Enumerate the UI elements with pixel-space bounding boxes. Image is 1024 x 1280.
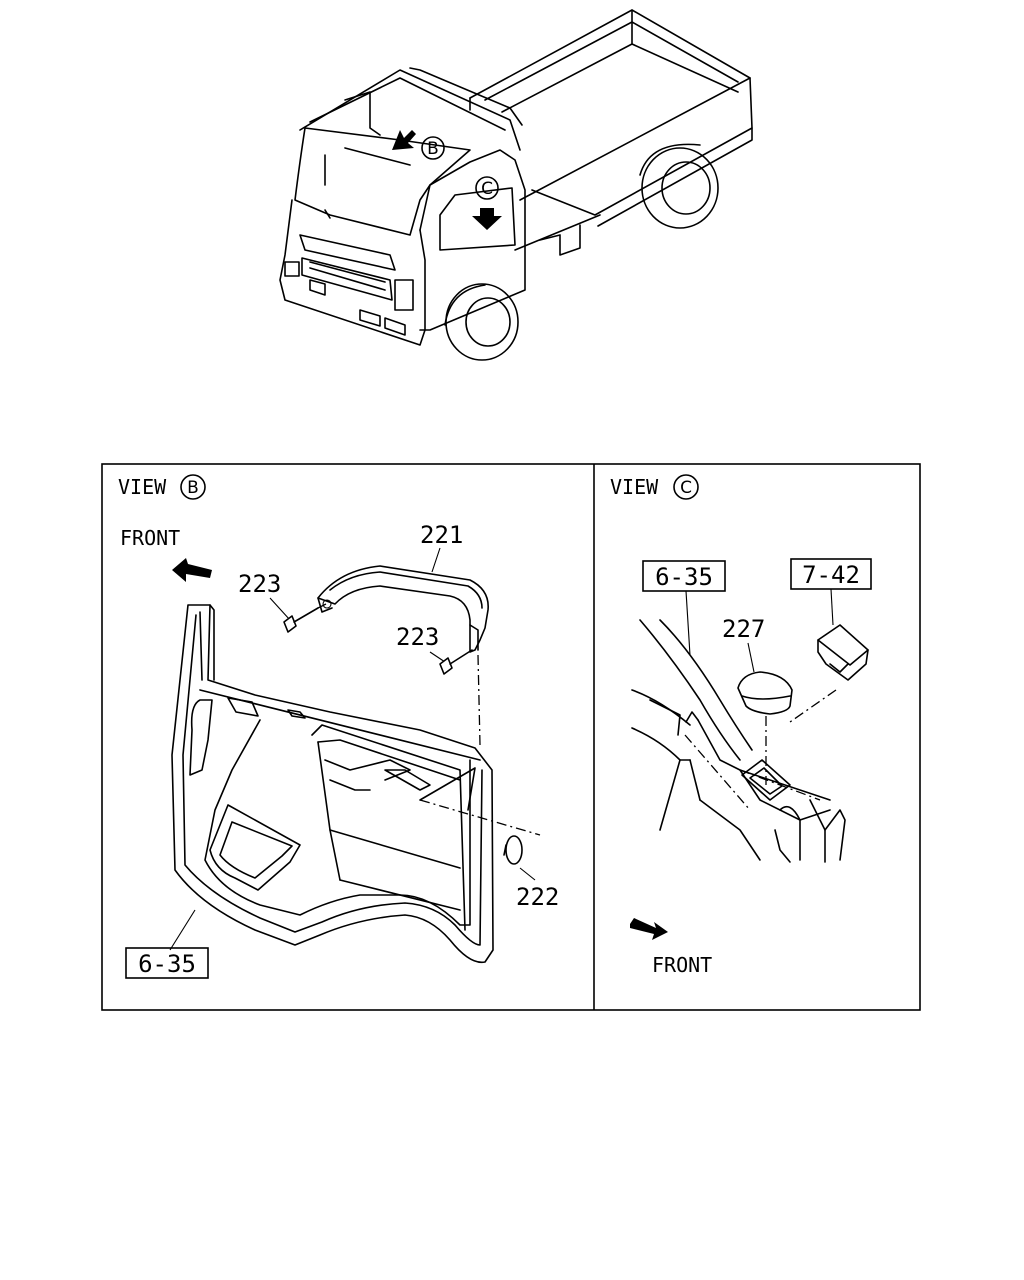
part-227-cover	[737, 671, 793, 715]
part-223-left-label: 223	[238, 570, 281, 598]
view-c-title: VIEW	[610, 475, 659, 499]
part-223-right-label: 223	[396, 623, 439, 651]
view-c-panel: VIEW C 6-35 7-42 227	[610, 474, 872, 977]
arrow-c-icon	[472, 208, 502, 230]
view-b-front-label: FRONT	[120, 526, 180, 550]
arrow-b-icon	[392, 130, 416, 150]
view-c-panel-ref: 6-35	[655, 563, 713, 591]
view-c-front-label: FRONT	[652, 953, 712, 977]
overview-callout-b: B	[427, 139, 439, 159]
front-arrow-c-icon	[630, 918, 668, 940]
part-227-label: 227	[722, 615, 765, 643]
view-c-switch-ref: 7-42	[802, 561, 860, 589]
view-b-panel-ref: 6-35	[138, 950, 196, 978]
overview-callout-c: C	[481, 179, 493, 199]
view-b-title-circle: B	[187, 478, 199, 498]
view-c-title-circle: C	[680, 478, 692, 498]
truck-overview: B C	[279, 9, 753, 361]
view-b-title: VIEW	[118, 475, 167, 499]
part-222-label: 222	[516, 883, 559, 911]
front-arrow-b-icon	[172, 558, 212, 582]
views-frame	[101, 463, 921, 1011]
view-b-panel: VIEW B FRONT 221 223 223 222	[118, 474, 559, 979]
part-221-label: 221	[420, 521, 463, 549]
part-222-cap	[505, 835, 523, 865]
